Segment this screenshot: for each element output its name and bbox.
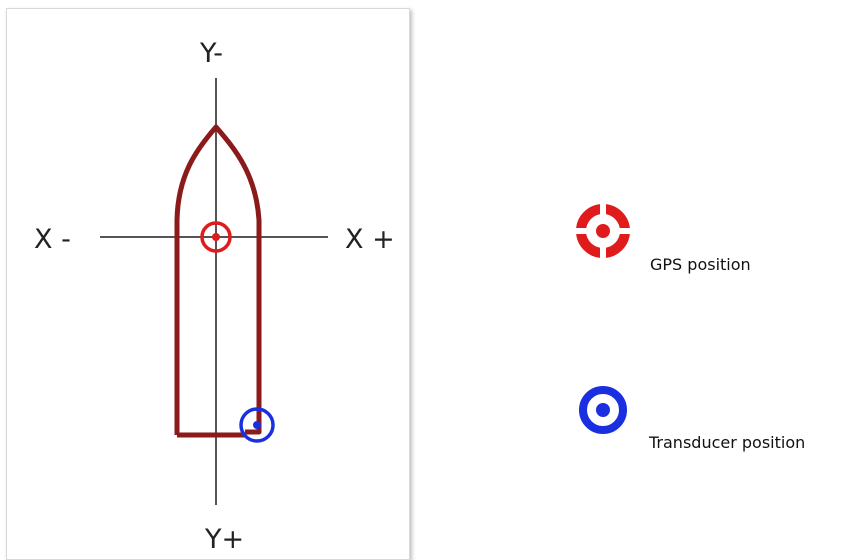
- y-positive-label: Y+: [204, 524, 244, 555]
- gps-position-label: GPS position: [650, 255, 751, 274]
- transducer-marker: [239, 407, 275, 443]
- boat-hull-outline: [174, 124, 262, 435]
- y-negative-label: Y-: [199, 38, 223, 69]
- boat-coordinate-diagram: Y- Y+ X - X +: [34, 38, 395, 555]
- x-positive-label: X +: [345, 224, 395, 255]
- gps-target-icon: [573, 201, 633, 261]
- gps-marker: [200, 221, 232, 253]
- x-negative-label: X -: [34, 224, 71, 255]
- transducer-position-label: Transducer position: [649, 433, 806, 452]
- diagram-frame: [6, 8, 410, 560]
- transducer-target-icon: [579, 386, 627, 434]
